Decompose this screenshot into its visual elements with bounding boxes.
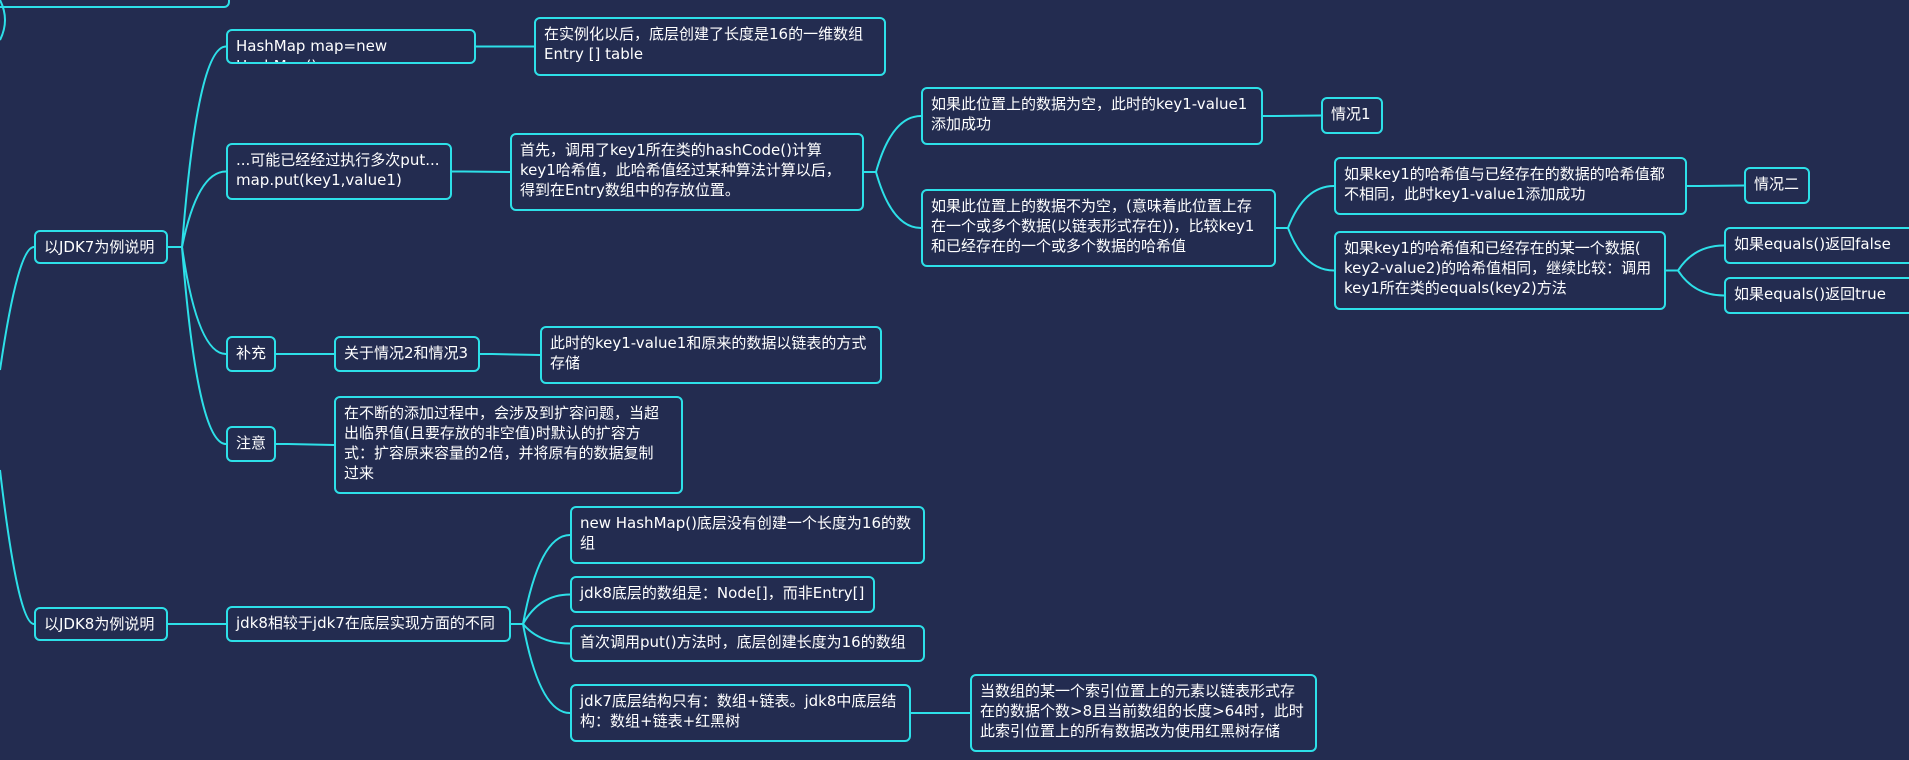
node-equals-false[interactable]: 如果equals()返回false	[1724, 227, 1909, 264]
node-hash-diff[interactable]: 如果key1的哈希值与已经存在的数据的哈希值都 不相同，此时key1-value…	[1334, 157, 1687, 215]
edge-n-case1	[1274, 114, 1322, 117]
edge-n-eq-true	[1677, 269, 1725, 297]
edge-n-eq-false	[1677, 244, 1725, 272]
edge-n-put	[181, 170, 227, 248]
edge-n-d1	[522, 534, 571, 625]
edge-n-d3	[522, 623, 571, 645]
node-instantiate[interactable]: 在实例化以后，底层创建了长度是16的一维数组 Entry [] table	[534, 17, 886, 76]
node-first[interactable]: 首先，调用了key1所在类的hashCode()计算 key1哈希值，此哈希值经…	[510, 133, 864, 211]
node-red-black-tree[interactable]: 当数组的某一个索引位置上的元素以链表形式存 在的数据个数>8且当前数组的长度>6…	[970, 674, 1317, 752]
edge-n-empty	[875, 115, 922, 173]
node-hashmap-new[interactable]: HashMap map=new HashMap()	[226, 29, 476, 64]
node-supplement[interactable]: 补充	[226, 336, 276, 372]
edge-n-d2	[522, 593, 571, 625]
node-jdk8[interactable]: 以JDK8为例说明	[34, 607, 168, 641]
node-put[interactable]: ...可能已经经过执行多次put... map.put(key1,value1)	[226, 143, 452, 200]
node-note[interactable]: 注意	[226, 426, 276, 462]
edge-n-d4	[522, 623, 571, 714]
node-jdk8-diff-1[interactable]: new HashMap()底层没有创建一个长度为16的数 组	[570, 506, 925, 564]
edge-root-jdk8	[0, 469, 35, 625]
partial-top-node[interactable]	[0, 0, 230, 8]
node-linked-storage[interactable]: 此时的key1-value1和原来的数据以链表的方式 存储	[540, 326, 882, 384]
node-jdk8-diff-2[interactable]: jdk8底层的数组是：Node[]，而非Entry[]	[570, 576, 875, 613]
edge-n-hash-same	[1287, 227, 1335, 272]
edge-n-case2	[1698, 184, 1745, 187]
node-jdk8-diff-3[interactable]: 首次调用put()方法时，底层创建长度为16的数组	[570, 625, 925, 662]
edge-root-top	[0, 0, 6, 41]
edge-n-supplement	[181, 246, 227, 355]
edge-root-jdk7	[0, 246, 35, 371]
node-case2[interactable]: 情况二	[1744, 167, 1810, 204]
node-jdk8-diff-4[interactable]: jdk7底层结构只有：数组+链表。jdk8中底层结 构：数组+链表+红黑树	[570, 684, 911, 742]
node-jdk8-diff[interactable]: jdk8相较于jdk7在底层实现方面的不同	[226, 606, 511, 642]
edge-n-hashmap-new	[181, 45, 227, 248]
node-equals-true[interactable]: 如果equals()返回true	[1724, 277, 1909, 314]
edge-n-first	[463, 170, 511, 173]
edge-n-note	[181, 246, 227, 445]
edge-n-linked	[491, 353, 541, 356]
node-not-empty[interactable]: 如果此位置上的数据不为空，(意味着此位置上存 在一个或多个数据(以链表形式存在)…	[921, 189, 1276, 267]
edge-n-hash-diff	[1287, 185, 1335, 229]
node-hash-same[interactable]: 如果key1的哈希值和已经存在的某一个数据( key2-value2)的哈希值相…	[1334, 231, 1666, 310]
edge-n-expand	[287, 443, 335, 446]
node-case1[interactable]: 情况1	[1321, 97, 1383, 134]
node-expansion[interactable]: 在不断的添加过程中，会涉及到扩容问题，当超 出临界值(且要存放的非空值)时默认的…	[334, 396, 683, 494]
node-case2-case3[interactable]: 关于情况2和情况3	[334, 336, 480, 372]
node-empty[interactable]: 如果此位置上的数据为空，此时的key1-value1 添加成功	[921, 87, 1263, 145]
node-jdk7[interactable]: 以JDK7为例说明	[34, 230, 168, 264]
edge-n-not-empty	[875, 171, 922, 229]
